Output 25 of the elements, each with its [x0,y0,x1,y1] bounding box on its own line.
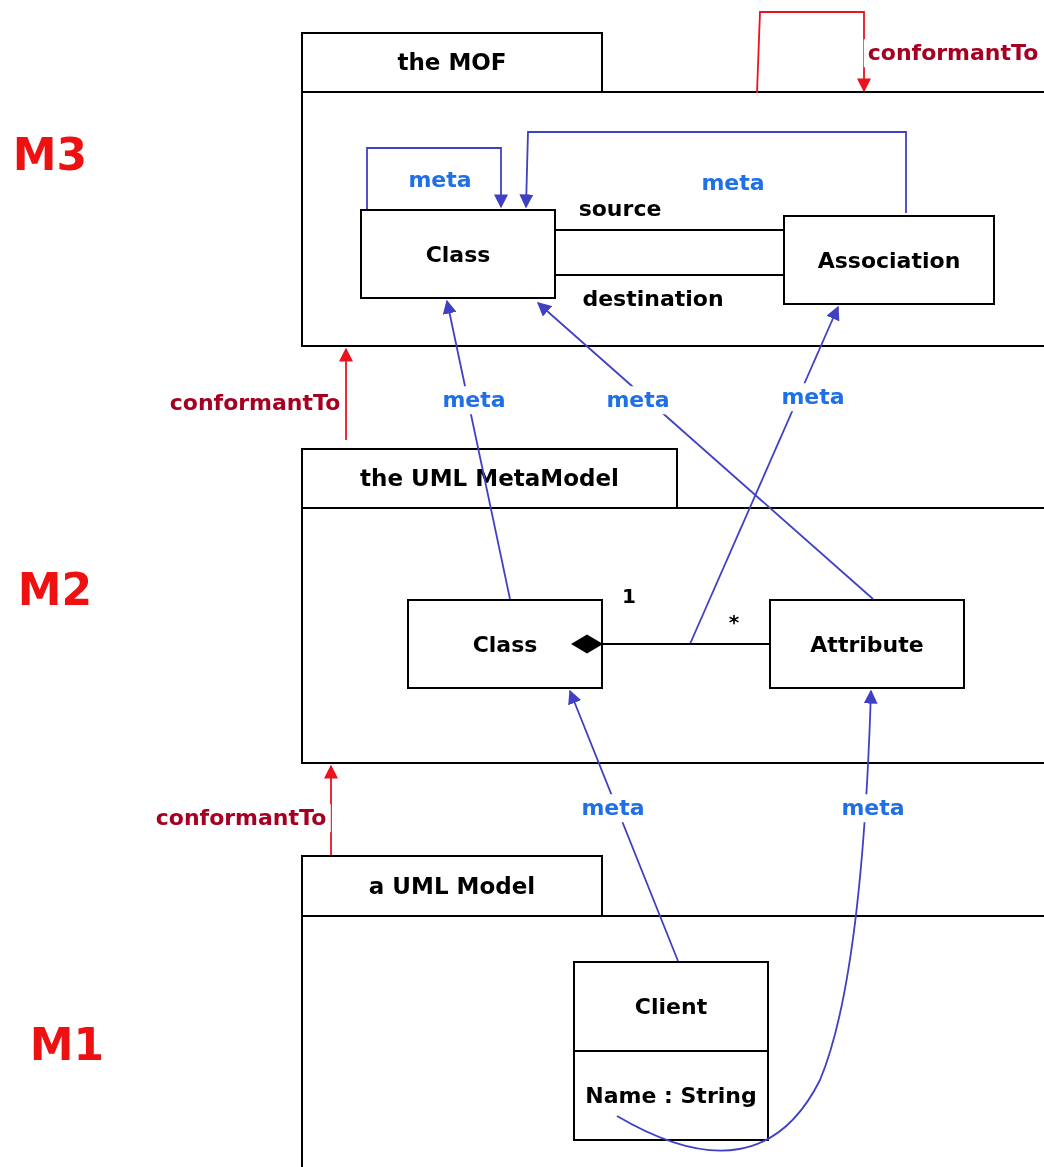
arrow [568,689,679,962]
arrow [519,131,907,214]
level-label: M1 [29,1018,105,1072]
arrow [366,147,508,210]
arrow [339,347,353,441]
arrow [536,302,874,600]
level-label: M2 [17,563,93,617]
arrow [442,299,511,600]
composition-line [571,634,770,654]
arrow [689,305,840,645]
arrow [756,11,871,94]
multiplicity-label: 1 [622,583,636,610]
arrow [616,689,878,1152]
multiplicity-label: * [728,609,740,636]
class-box: Class [407,599,603,689]
class-name: Client [634,993,708,1021]
class-box: Attribute [769,599,965,689]
class-box: Association [783,215,995,305]
connector-line [555,274,784,276]
class-box [573,961,769,1141]
level-label: M3 [12,128,88,182]
connector-line [555,229,784,231]
attribute-text: Name : String [585,1082,757,1110]
class-box: Class [360,209,556,299]
arrow [324,764,338,856]
